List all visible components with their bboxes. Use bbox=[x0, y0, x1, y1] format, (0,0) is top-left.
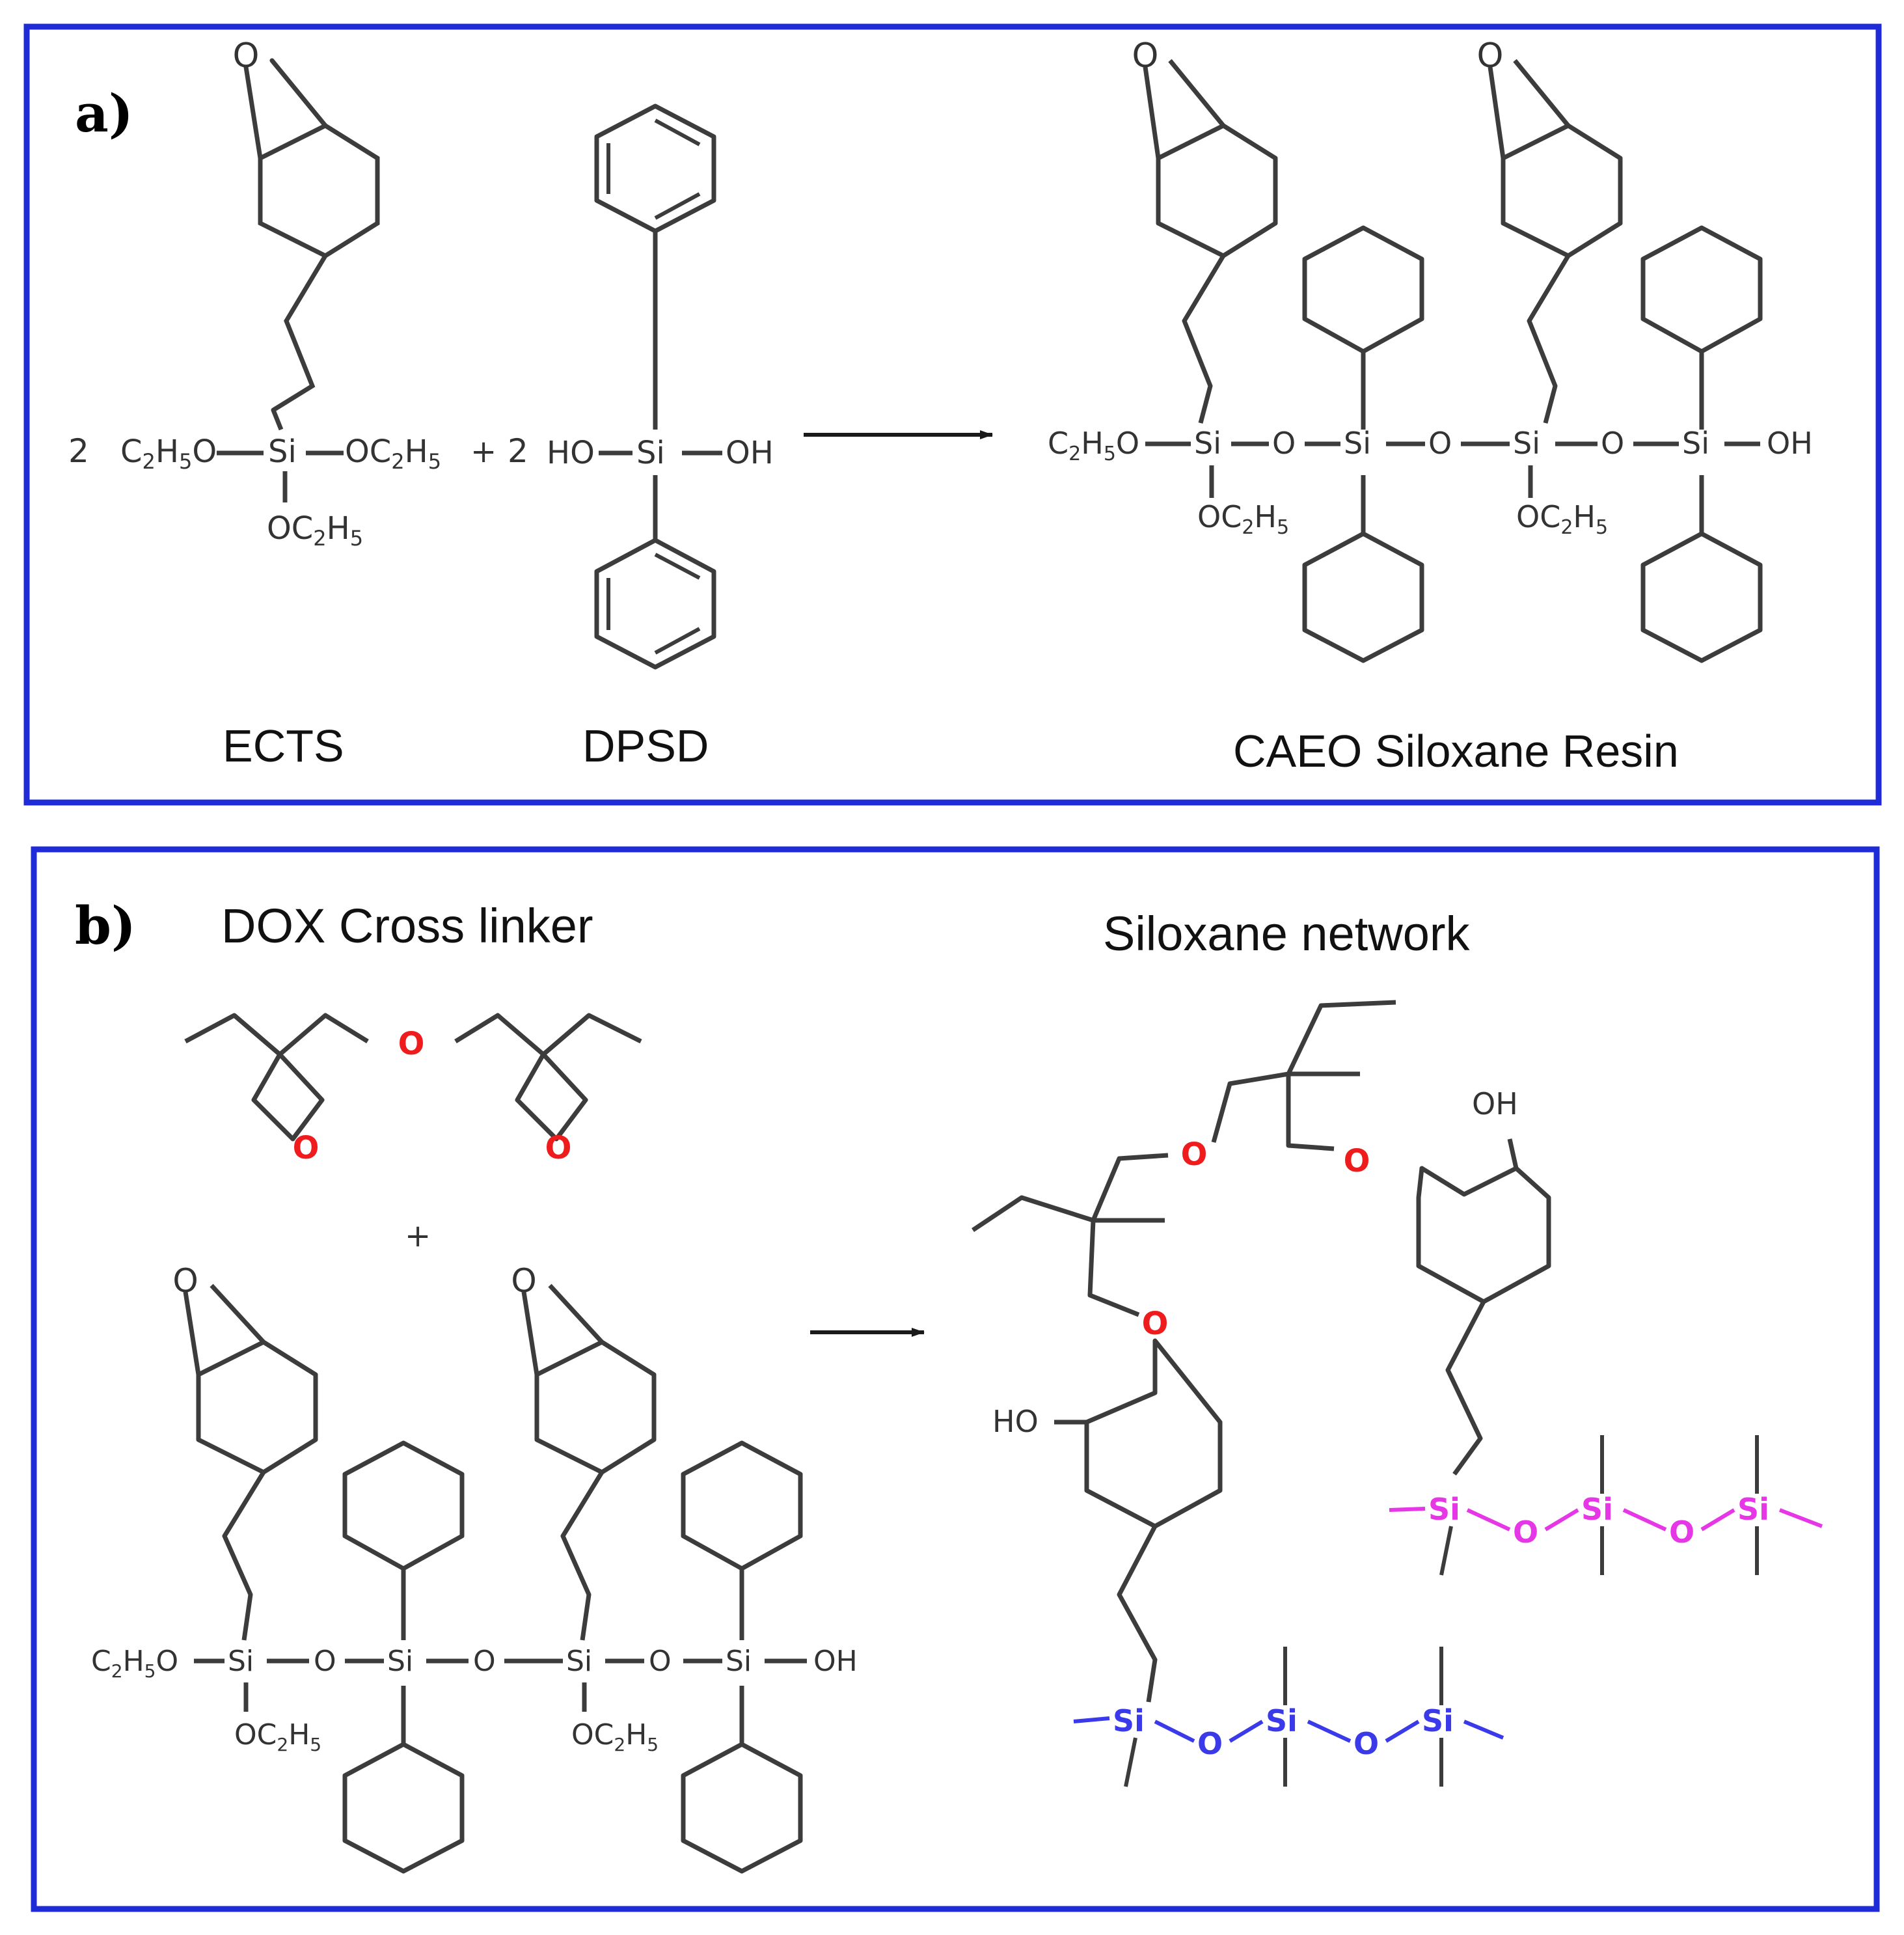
dox-oxetane-oxygen-right: O bbox=[545, 1130, 572, 1166]
pink-si-1: Si bbox=[1428, 1492, 1460, 1527]
pink-o-1: O bbox=[1513, 1515, 1538, 1550]
ects-si: Si bbox=[268, 433, 297, 470]
blue-o-1: O bbox=[1197, 1726, 1223, 1761]
caeo-b-si-3: Si bbox=[566, 1645, 592, 1678]
blue-si-1: Si bbox=[1113, 1703, 1145, 1738]
caeo-b-epoxide-oxygen-right: O bbox=[511, 1262, 536, 1300]
dpsd-oh: OH bbox=[726, 435, 774, 471]
network-oxygen-2: O bbox=[1181, 1136, 1208, 1173]
caeo-epoxide-oxygen-left: O bbox=[1132, 36, 1159, 75]
caeo-b-si-1: Si bbox=[228, 1645, 254, 1678]
network-ho: HO bbox=[992, 1404, 1039, 1439]
dpsd-label: DPSD bbox=[582, 720, 709, 771]
caeo-b-si-4: Si bbox=[726, 1645, 752, 1678]
product-label: CAEO Siloxane Resin bbox=[1233, 726, 1679, 776]
svg-text:OC2H5: OC2H5 bbox=[571, 1718, 659, 1755]
siloxane-chain-pink-atoms: Si O Si O Si bbox=[1428, 1492, 1769, 1550]
siloxane-chain-blue-methyls bbox=[1124, 1647, 1443, 1787]
svg-text:C2H5O: C2H5O bbox=[91, 1645, 178, 1682]
caeo-b-o-3: O bbox=[649, 1645, 672, 1678]
caeo-reactant-b bbox=[183, 1283, 807, 1874]
svg-text:C2H5O: C2H5O bbox=[120, 433, 217, 474]
panel-b-tag: b) bbox=[75, 895, 136, 956]
blue-o-2: O bbox=[1353, 1726, 1379, 1761]
network-oxygen-3: O bbox=[1344, 1143, 1370, 1179]
dpsd-si: Si bbox=[636, 435, 665, 471]
svg-text:C2H5O: C2H5O bbox=[1048, 426, 1139, 465]
caeo-b-o-2: O bbox=[473, 1645, 496, 1678]
ects-epoxide-oxygen: O bbox=[233, 36, 260, 75]
panel-b-frame bbox=[31, 846, 1880, 1912]
svg-text:OC2H5: OC2H5 bbox=[1516, 499, 1608, 539]
dox-oxetane-oxygen-left: O bbox=[293, 1130, 320, 1166]
caeo-atoms: O O C2H5O Si O Si O Si O Si OH OC2H5 OC2… bbox=[1048, 36, 1813, 539]
caeo-oh: OH bbox=[1767, 426, 1813, 461]
caeo-si-2: Si bbox=[1344, 426, 1371, 461]
pink-si-3: Si bbox=[1737, 1492, 1769, 1527]
caeo-b-oh: OH bbox=[813, 1645, 858, 1678]
caeo-b-o-1: O bbox=[314, 1645, 336, 1678]
network-oh: OH bbox=[1472, 1086, 1518, 1121]
blue-si-2: Si bbox=[1266, 1703, 1298, 1738]
blue-si-3: Si bbox=[1422, 1703, 1454, 1738]
svg-text:OC2H5: OC2H5 bbox=[267, 510, 363, 551]
siloxane-chain-pink-methyls bbox=[1439, 1435, 1759, 1576]
network-oxygen-1: O bbox=[1142, 1306, 1169, 1342]
dpsd-ho: HO bbox=[547, 435, 595, 471]
caeo-o-3: O bbox=[1601, 426, 1624, 461]
caeo-b-si-2: Si bbox=[387, 1645, 413, 1678]
crosslinker-label: DOX Cross linker bbox=[221, 899, 593, 953]
panel-a-tag: a) bbox=[75, 83, 133, 144]
caeo-reactant-b-atoms: O O C2H5O Si O Si O Si O Si OH OC2H5 OC2… bbox=[91, 1262, 858, 1755]
svg-text:OC2H5: OC2H5 bbox=[345, 433, 441, 474]
plus-sign-b: + bbox=[405, 1218, 431, 1254]
ects-si-center: C2H5O Si OC2H5 OC2H5 bbox=[120, 409, 441, 551]
siloxane-chain-blue bbox=[1073, 1716, 1504, 1743]
dox-ether-oxygen: O bbox=[398, 1026, 425, 1062]
caeo-o-1: O bbox=[1272, 426, 1296, 461]
ects-label: ECTS bbox=[223, 720, 344, 771]
plus-sign-a: + bbox=[470, 433, 496, 470]
caeo-si-3: Si bbox=[1513, 426, 1540, 461]
dpsd-structure bbox=[594, 103, 722, 670]
dpsd-coefficient: 2 bbox=[508, 432, 528, 470]
ects-coefficient: 2 bbox=[68, 432, 89, 470]
caeo-structure bbox=[1143, 59, 1763, 663]
svg-text:OC2H5: OC2H5 bbox=[234, 1718, 321, 1755]
caeo-si-1: Si bbox=[1194, 426, 1221, 461]
pink-si-2: Si bbox=[1581, 1492, 1613, 1527]
svg-text:OC2H5: OC2H5 bbox=[1197, 499, 1289, 539]
caeo-o-2: O bbox=[1428, 426, 1452, 461]
pink-o-2: O bbox=[1669, 1515, 1694, 1550]
ects-structure bbox=[243, 58, 380, 413]
siloxane-chain-blue-atoms: Si O Si O Si bbox=[1113, 1703, 1454, 1761]
caeo-b-epoxide-oxygen-left: O bbox=[172, 1262, 198, 1300]
network-structure bbox=[972, 1000, 1551, 1703]
caeo-si-4: Si bbox=[1682, 426, 1709, 461]
panel-a-frame bbox=[23, 23, 1882, 806]
dox-structure bbox=[184, 1013, 642, 1142]
network-oxygens: O O O bbox=[1142, 1136, 1370, 1342]
siloxane-chain-pink bbox=[1389, 1507, 1823, 1531]
network-label: Siloxane network bbox=[1103, 907, 1471, 961]
caeo-epoxide-oxygen-right: O bbox=[1477, 36, 1504, 75]
